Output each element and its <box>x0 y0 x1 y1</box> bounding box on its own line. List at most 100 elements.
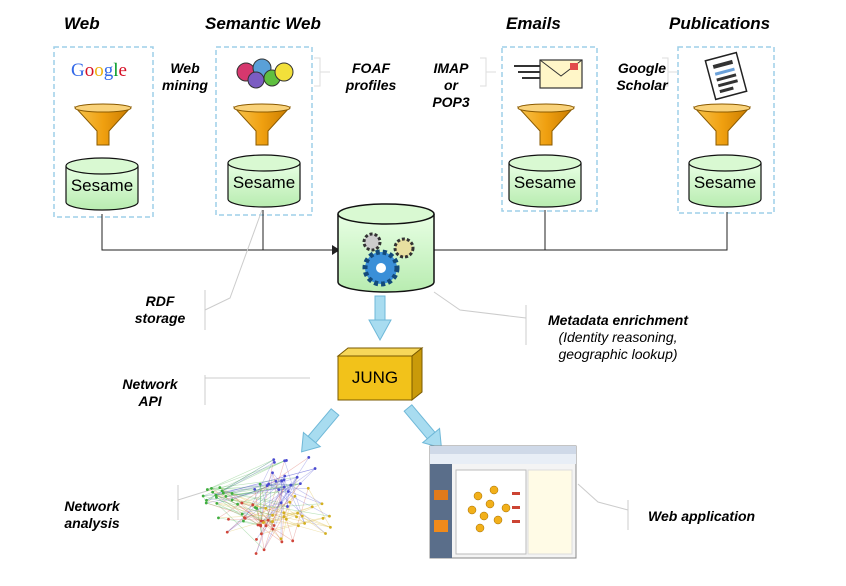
network-node <box>283 459 286 463</box>
network-node <box>286 505 289 508</box>
network-node <box>293 494 297 498</box>
network-edge <box>263 522 275 526</box>
network-edge <box>203 460 285 497</box>
network-edge <box>272 477 298 516</box>
network-edge <box>273 479 285 526</box>
network-node <box>271 520 274 524</box>
network-node <box>298 482 302 486</box>
emails-source-box <box>501 46 598 212</box>
network-edge <box>216 477 298 504</box>
web-application-label: Web application <box>648 508 756 524</box>
network-edge <box>290 484 323 504</box>
network-node <box>260 532 263 536</box>
network-edge <box>223 468 316 494</box>
network-edge <box>268 483 323 504</box>
web-source-box <box>53 46 154 218</box>
network-edge <box>216 497 262 522</box>
publication-document-icon <box>704 51 748 101</box>
network-edge <box>263 486 285 550</box>
network-node <box>255 506 259 510</box>
network-node <box>280 540 284 544</box>
metadata-enrichment-label: Metadata enrichment (Identity reasoning,… <box>547 312 689 362</box>
network-edge <box>245 501 290 519</box>
google-logo-letter: G <box>71 60 85 81</box>
arrow-to-jung <box>368 295 392 342</box>
network-node <box>258 523 262 527</box>
network-node <box>282 478 286 482</box>
network-edge <box>256 503 323 509</box>
foaf-people-icon <box>236 58 294 89</box>
network-edge <box>256 508 275 526</box>
network-edge <box>252 483 269 506</box>
network-node <box>277 488 281 491</box>
network-node <box>221 491 225 495</box>
network-edge <box>267 472 273 521</box>
network-node <box>283 474 287 478</box>
network-edge <box>259 484 262 522</box>
emails-heading: Emails <box>506 14 561 33</box>
network-node <box>264 524 268 528</box>
network-node <box>262 548 266 552</box>
network-edge <box>215 494 238 505</box>
network-node <box>313 467 317 470</box>
network-edge <box>272 502 282 522</box>
network-node <box>205 488 209 491</box>
network-edge <box>263 477 298 550</box>
network-node <box>236 502 239 506</box>
network-node <box>271 471 274 475</box>
semantic-web-funnel-icon <box>233 103 291 146</box>
web-application-screenshot <box>429 445 577 559</box>
network-edge <box>244 459 274 519</box>
publications-sesame-label: Sesame <box>693 173 757 192</box>
network-node <box>282 515 286 519</box>
network-node <box>205 498 208 502</box>
network-node <box>320 502 324 506</box>
network-node <box>272 460 276 464</box>
network-edge <box>221 459 274 492</box>
network-edge <box>221 460 285 492</box>
network-node <box>272 524 276 527</box>
network-node <box>254 552 258 555</box>
network-node <box>264 506 268 510</box>
network-node <box>253 488 257 491</box>
network-node <box>272 458 276 462</box>
network-edge <box>259 496 296 526</box>
network-graph-image <box>201 456 332 555</box>
network-edge <box>283 512 298 518</box>
publications-source-box <box>677 46 775 214</box>
network-node <box>204 501 208 505</box>
network-edge <box>227 479 285 533</box>
network-edge <box>206 462 275 501</box>
jung-label: JUNG <box>351 368 399 387</box>
network-edge <box>225 483 301 497</box>
network-edge <box>227 517 245 533</box>
network-node <box>240 512 244 516</box>
network-node <box>279 537 283 541</box>
network-edge <box>261 459 275 522</box>
network-node <box>271 527 275 531</box>
network-edge <box>227 506 313 533</box>
network-edge <box>232 480 282 501</box>
gears-icon <box>362 232 415 287</box>
network-edge <box>286 477 298 520</box>
network-node <box>321 516 325 520</box>
network-edge <box>206 459 274 501</box>
network-edge <box>211 488 255 490</box>
google-logo: Google <box>71 60 127 82</box>
network-node <box>282 511 286 515</box>
network-edge <box>255 460 285 554</box>
network-edge <box>268 483 291 486</box>
network-edge <box>206 502 264 522</box>
network-edge <box>225 486 285 497</box>
network-node <box>259 519 263 523</box>
network-node <box>267 482 271 486</box>
emails-funnel-icon <box>517 103 575 146</box>
network-edge <box>211 488 288 507</box>
network-edge <box>237 483 301 505</box>
network-node <box>328 514 331 518</box>
network-edge <box>232 499 330 517</box>
